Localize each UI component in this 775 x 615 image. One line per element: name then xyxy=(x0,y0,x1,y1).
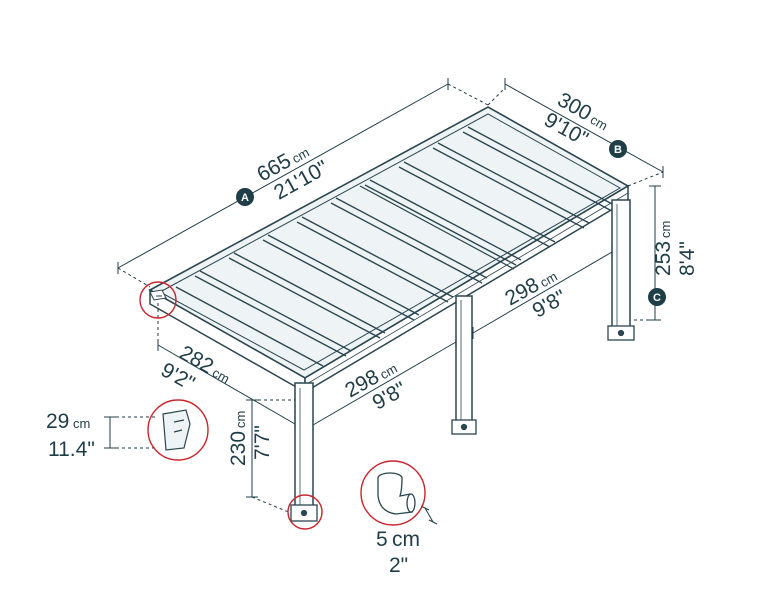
bay-back-label: 298 cm 9'8" xyxy=(501,269,570,323)
marker-c-label: C xyxy=(653,292,661,304)
downpipe-imperial: 2" xyxy=(389,554,408,577)
downpipe-metric: 5 xyxy=(376,528,388,551)
marker-b-label: B xyxy=(614,144,622,156)
marker-a-label: A xyxy=(241,192,249,204)
height-front-label: 230 cm 7'7" xyxy=(227,411,274,466)
bay-front-label: 298 cm 9'8" xyxy=(341,361,410,415)
gutter-height-metric: 29 xyxy=(46,410,69,433)
height-back-label: 253 cm 8'4" xyxy=(652,221,699,276)
post-middle xyxy=(455,295,473,433)
bay-back-unit: cm xyxy=(537,269,559,291)
beam-line xyxy=(304,192,629,386)
gutter-height-imperial: 11.4" xyxy=(48,438,95,461)
marker-a: A xyxy=(236,188,254,206)
callouts xyxy=(139,281,426,530)
gutter-height-label: 29 cm 11.4" xyxy=(46,410,95,461)
height-front-metric: 230 xyxy=(227,431,250,466)
length-unit: cm xyxy=(289,145,311,167)
height-front-imperial: 7'7" xyxy=(251,425,274,460)
height-front-unit: cm xyxy=(233,411,248,428)
corner-detail-icon xyxy=(149,289,167,301)
post-front-left xyxy=(294,382,314,521)
roof-slats xyxy=(175,126,615,367)
downpipe-elbow-icon xyxy=(377,472,416,515)
base-detail-callout xyxy=(287,494,323,530)
gutter-profile-icon xyxy=(162,409,191,451)
gutter-height-unit: cm xyxy=(73,416,90,431)
pergola-structure xyxy=(148,106,635,522)
posts xyxy=(294,199,631,521)
gutter-detail-callout xyxy=(147,399,209,461)
width-unit: cm xyxy=(588,112,610,134)
dimension-lines xyxy=(104,78,664,525)
height-back-imperial: 8'4" xyxy=(676,241,699,276)
middle-rafter xyxy=(359,185,515,270)
corner-detail-callout xyxy=(139,281,177,319)
roof-inner-outline xyxy=(158,113,622,371)
bay-front-unit: cm xyxy=(377,361,399,383)
marker-b: B xyxy=(609,140,627,158)
side-span-label: 282 cm 9'2" xyxy=(157,341,232,395)
downpipe-detail-callout xyxy=(360,460,426,526)
height-back-unit: cm xyxy=(658,221,673,238)
post-back-right xyxy=(611,199,631,339)
marker-c: C xyxy=(648,288,666,306)
downpipe-unit: cm xyxy=(392,528,420,551)
length-label: 665 cm 21'10" xyxy=(253,145,332,205)
height-back-metric: 253 xyxy=(652,241,675,276)
side-span-unit: cm xyxy=(210,365,232,387)
downpipe-label: 5 cm 2" xyxy=(376,528,420,577)
